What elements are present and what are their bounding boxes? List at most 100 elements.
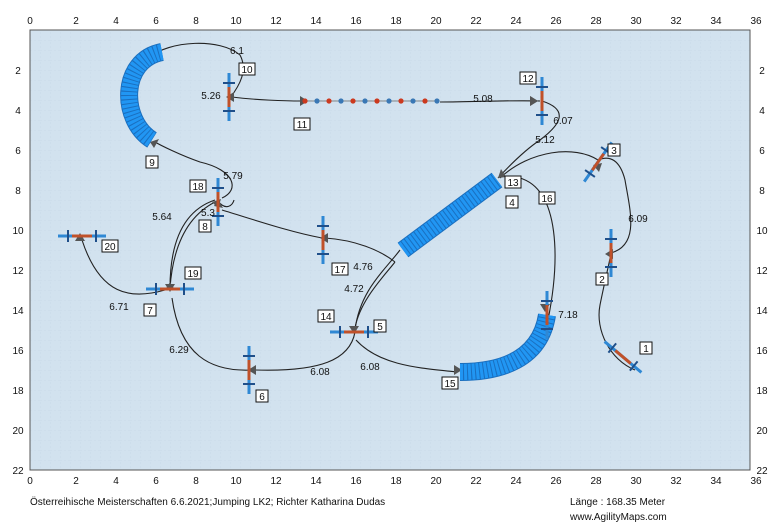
number-box	[639, 341, 653, 355]
weave-pole	[302, 98, 308, 104]
x-tick-label: 28	[590, 476, 602, 487]
x-tick-label: 24	[510, 476, 522, 487]
jump-10	[223, 73, 235, 121]
path-19-20	[81, 239, 166, 295]
footer-website[interactable]: www.AgilityMaps.com	[570, 512, 667, 523]
x-tick-label: 20	[430, 476, 442, 487]
y-tick-label: 16	[756, 346, 768, 357]
x-tick-label: 0	[27, 476, 33, 487]
tunnel-13	[397, 172, 503, 258]
y-tick-label: 8	[759, 186, 765, 197]
arrow-15	[454, 365, 462, 375]
x-tick-label: 34	[710, 16, 722, 27]
weave-pole	[362, 98, 368, 104]
number-text: 6	[259, 392, 265, 403]
number-box	[519, 71, 537, 85]
path-6-7	[171, 297, 253, 371]
obstacle-number-1: 1	[639, 341, 653, 355]
number-text: 13	[507, 178, 519, 189]
path-3-4	[499, 151, 599, 179]
x-tick-label: 4	[113, 476, 119, 487]
number-box	[505, 195, 519, 209]
y-tick-label: 14	[12, 306, 24, 317]
number-text: 12	[522, 74, 534, 85]
x-tick-label: 10	[230, 16, 242, 27]
number-text: 9	[149, 158, 155, 169]
y-tick-label: 18	[12, 386, 24, 397]
x-tick-label: 26	[550, 476, 562, 487]
y-tick-label: 20	[756, 426, 768, 437]
number-box	[607, 143, 621, 157]
path-17-18	[221, 209, 323, 239]
x-tick-label: 18	[390, 476, 402, 487]
jump-2	[605, 229, 617, 277]
number-box	[255, 389, 269, 403]
number-box	[238, 62, 256, 76]
distance-label: 5.79	[223, 171, 243, 182]
path-17	[324, 237, 396, 263]
number-box	[143, 303, 157, 317]
y-tick-label: 6	[759, 146, 765, 157]
distance-label: 6.09	[628, 214, 648, 225]
x-tick-label: 18	[390, 16, 402, 27]
path-14-17	[354, 261, 396, 329]
distance-label: 5.3	[201, 208, 215, 219]
distance-label: 5.64	[152, 212, 172, 223]
y-tick-label: 20	[12, 426, 24, 437]
number-text: 18	[192, 182, 204, 193]
jump-16	[541, 291, 553, 339]
number-box	[293, 117, 311, 131]
distance-label: 4.72	[344, 284, 364, 295]
jump-pole	[591, 152, 605, 172]
x-tick-label: 14	[310, 476, 322, 487]
number-box	[145, 155, 159, 169]
number-text: 7	[147, 306, 153, 317]
jump-pole	[614, 349, 632, 365]
x-tick-label: 4	[113, 16, 119, 27]
obstacle-number-8: 8	[198, 219, 212, 233]
number-box	[441, 376, 459, 390]
distance-label: 6.08	[360, 362, 380, 373]
course-path	[81, 42, 636, 373]
number-box	[317, 309, 335, 323]
x-tick-label: 28	[590, 16, 602, 27]
number-box	[184, 266, 202, 280]
y-tick-label: 12	[12, 266, 24, 277]
y-tick-label: 10	[756, 226, 768, 237]
obstacle-number-19: 19	[184, 266, 202, 280]
arrow-5	[349, 326, 359, 334]
y-tick-label: 14	[756, 306, 768, 317]
jump-5	[330, 326, 378, 338]
tunnel-9-body	[121, 44, 165, 147]
jumps	[58, 73, 643, 394]
obstacle-number-11: 11	[293, 117, 311, 131]
number-text: 17	[334, 265, 346, 276]
number-box	[101, 239, 119, 253]
y-tick-label: 8	[15, 186, 21, 197]
x-tick-label: 10	[230, 476, 242, 487]
path-18-19	[169, 201, 216, 289]
obstacle-number-2: 2	[595, 272, 609, 286]
x-tick-label: 30	[630, 16, 642, 27]
weave-pole	[338, 98, 344, 104]
path-12-13	[497, 100, 560, 179]
tunnel-9	[120, 43, 165, 148]
weave-pole	[350, 98, 356, 104]
x-tick-label: 32	[670, 476, 682, 487]
jump-17	[317, 216, 329, 264]
weave-pole	[386, 98, 392, 104]
number-text: 2	[599, 275, 605, 286]
path-13-14	[519, 177, 556, 321]
weave-pole	[314, 98, 320, 104]
distance-label: 5.12	[535, 135, 555, 146]
weave-pole	[410, 98, 416, 104]
x-tick-label: 24	[510, 16, 522, 27]
weave-pole	[422, 98, 428, 104]
jump-1	[603, 340, 643, 374]
x-tick-label: 8	[193, 476, 199, 487]
